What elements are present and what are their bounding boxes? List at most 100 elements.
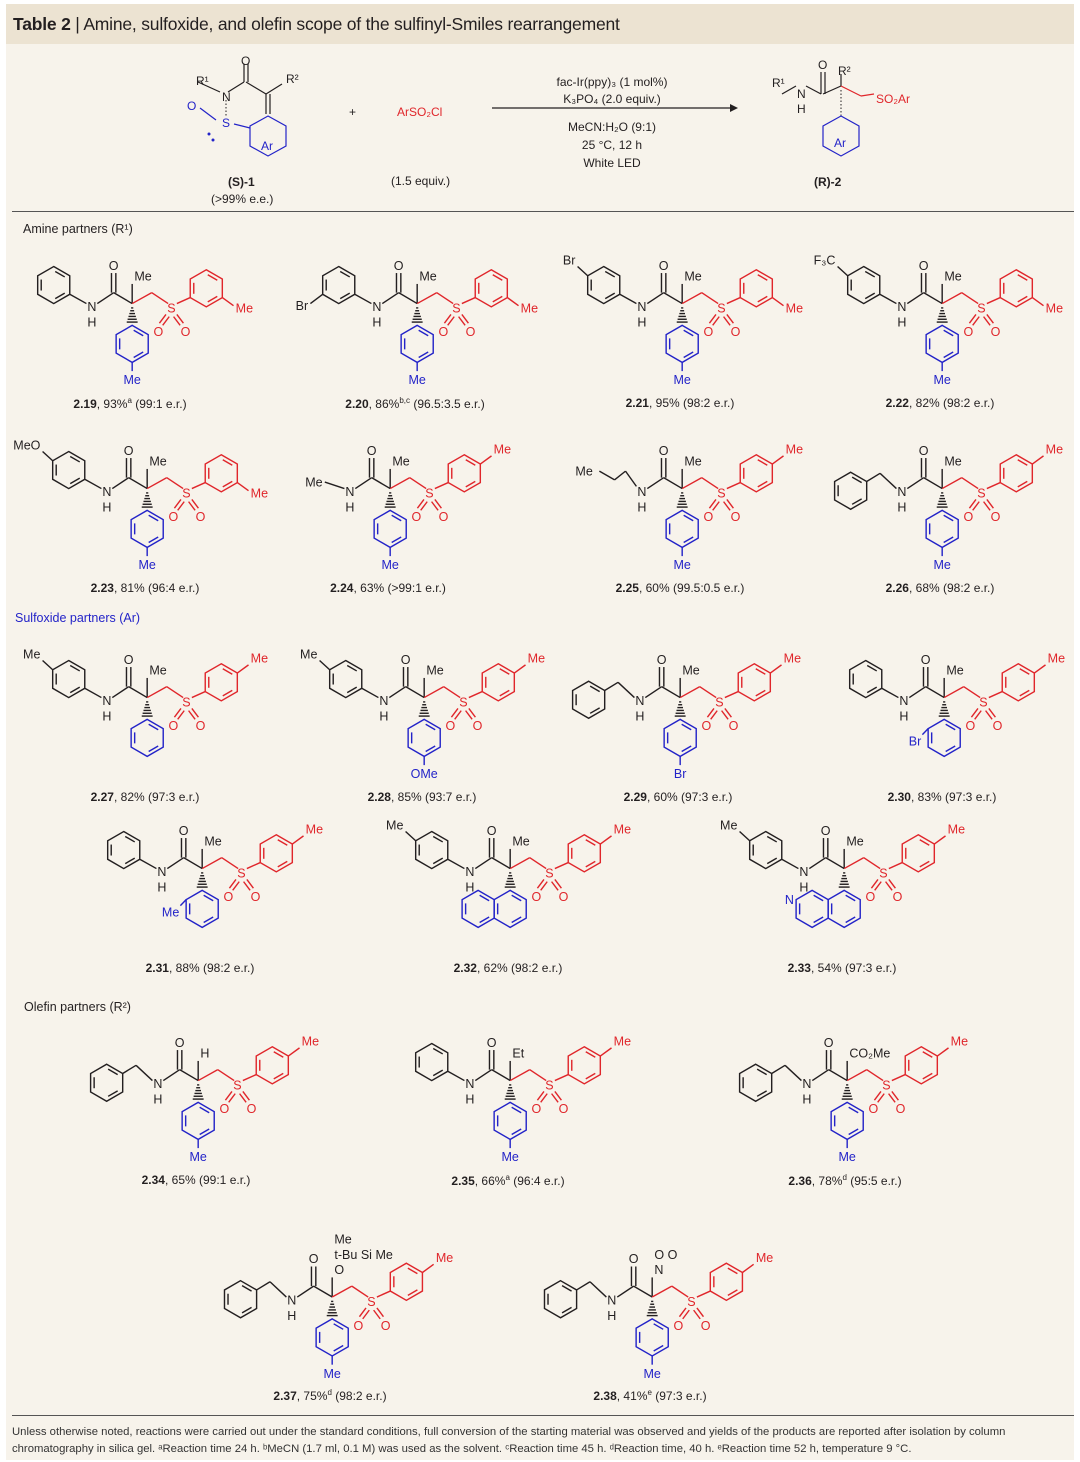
- lower-aryl-ring: [827, 889, 861, 929]
- amide-n: N: [87, 300, 96, 314]
- aromatic-bond: [339, 270, 351, 278]
- aryl-substituent: Me: [614, 1035, 631, 1049]
- aromatic-bond: [604, 292, 616, 300]
- aromatic-bond: [683, 351, 694, 359]
- bond: [811, 1069, 830, 1082]
- aromatic-bond: [241, 1306, 252, 1314]
- ortho-substituent: Me: [162, 906, 179, 920]
- compound-id: 2.38: [593, 1389, 617, 1403]
- bond: [706, 708, 715, 718]
- aromatic-bond: [69, 664, 81, 672]
- bond: [388, 686, 407, 699]
- yield: , 41%: [616, 1389, 648, 1403]
- bond: [721, 710, 729, 720]
- compound-id: 2.29: [623, 790, 647, 804]
- yield: , 78%: [811, 1174, 843, 1188]
- bond: [1031, 455, 1044, 465]
- compound-caption: 2.21, 95% (98:2 e.r.): [550, 396, 810, 410]
- bond: [416, 499, 425, 509]
- bond: [589, 1281, 607, 1298]
- aromatic-bond: [432, 857, 444, 865]
- bond: [846, 1069, 868, 1082]
- aromatic-bond: [919, 839, 930, 846]
- ring-outline: [830, 1101, 864, 1141]
- enantiomeric-ratio: (98:2 e.r.): [939, 581, 995, 595]
- aromatic-bond: [653, 1323, 664, 1330]
- r2-label: t-Bu Si Me: [334, 1248, 393, 1262]
- bond: [287, 1047, 300, 1057]
- footnote: Unless otherwise noted, reactions were c…: [12, 1426, 1006, 1455]
- lower-substituent: Me: [323, 1367, 340, 1381]
- r2-label: Me: [512, 835, 529, 849]
- sm-o-carbonyl: O: [241, 54, 251, 68]
- bond: [191, 708, 199, 718]
- amine-alkyl: Me: [305, 475, 322, 489]
- sulfonyl-o: O: [865, 890, 875, 904]
- aromatic-bond: [407, 1267, 418, 1275]
- compound-id: 2.26: [885, 581, 909, 595]
- compound-caption: 2.31, 88% (98:2 e.r.): [70, 961, 330, 975]
- bond: [236, 481, 249, 492]
- aromatic-bond: [683, 536, 694, 544]
- yield: , 85%: [390, 790, 422, 804]
- bond: [941, 477, 963, 490]
- product-r1: R¹: [772, 76, 785, 90]
- enantiomeric-ratio: (96:4 e.r.): [509, 1174, 565, 1188]
- carbonyl-o: O: [109, 259, 119, 273]
- product-n: N: [797, 87, 806, 101]
- bond: [398, 292, 418, 305]
- bond: [465, 710, 473, 720]
- bond: [874, 881, 882, 891]
- bond: [540, 1093, 548, 1103]
- bond: [179, 1069, 199, 1082]
- aromatic-bond: [273, 1072, 284, 1080]
- r2-label: Et: [512, 1047, 524, 1061]
- bond: [296, 1285, 315, 1298]
- lower-aryl-ring: [663, 718, 697, 758]
- bond: [837, 265, 849, 277]
- aromatic-bond: [589, 707, 601, 714]
- benzyl-ring: [89, 1063, 124, 1103]
- bond: [443, 314, 452, 324]
- aryl-substituent: Me: [306, 823, 323, 837]
- compound-caption: 2.38, 41%e (97:3 e.r.): [520, 1388, 780, 1403]
- r2-label: CO₂Me: [849, 1047, 890, 1061]
- lower-aryl-ring: [115, 324, 149, 364]
- aromatic-bond: [683, 514, 694, 522]
- sulfonyl-o: O: [445, 719, 455, 733]
- bond: [986, 499, 994, 509]
- amide-n: N: [153, 1077, 162, 1091]
- compound-id: 2.24: [330, 581, 354, 595]
- yield: , 65%: [164, 1173, 196, 1187]
- sulfonyl-o: O: [531, 890, 541, 904]
- bond: [985, 710, 993, 720]
- aryl-substituent: Me: [1046, 443, 1063, 457]
- r2-label: Me: [944, 455, 961, 469]
- amide-n: N: [287, 1294, 296, 1308]
- aromatic-bond: [492, 295, 503, 303]
- footnote-marker: b,c: [399, 396, 410, 405]
- bond: [961, 477, 979, 490]
- amide-n: N: [637, 485, 646, 499]
- ring-outline: [315, 1318, 349, 1357]
- bond: [468, 690, 483, 699]
- sulfonyl-o: O: [251, 890, 261, 904]
- bond: [873, 1091, 882, 1101]
- bond: [968, 499, 977, 509]
- r2-label: O O: [654, 1248, 677, 1262]
- bond: [781, 858, 799, 870]
- bond: [188, 710, 196, 720]
- bond: [479, 455, 492, 465]
- carbonyl-o: O: [821, 824, 831, 838]
- sulfur: S: [167, 301, 175, 315]
- ring-outline: [709, 1262, 744, 1302]
- bond: [361, 687, 379, 699]
- ring-outline: [1001, 662, 1036, 702]
- bond: [554, 879, 562, 889]
